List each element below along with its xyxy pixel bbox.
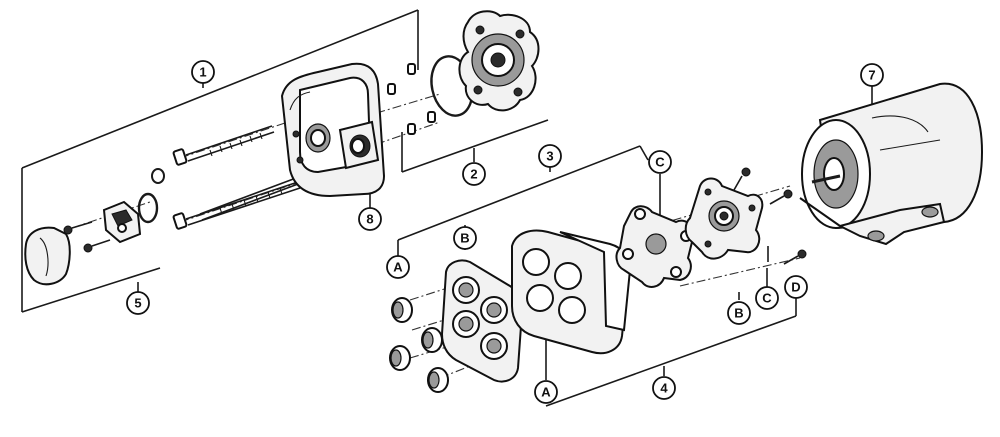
valve-o-ring — [137, 192, 159, 224]
motor — [799, 82, 984, 246]
screw-d — [783, 249, 807, 265]
svg-text:2: 2 — [470, 167, 477, 182]
svg-text:4: 4 — [660, 381, 668, 396]
callout-3: 3 — [538, 144, 562, 168]
wobble-plate — [615, 205, 696, 288]
callout-b-right: B — [727, 301, 751, 325]
check-valve-block — [102, 200, 142, 244]
callout-2: 2 — [462, 162, 486, 186]
callout-c-top: C — [648, 150, 672, 174]
callout-7: 7 — [860, 63, 884, 87]
valve-disc — [389, 345, 411, 371]
svg-text:7: 7 — [868, 68, 875, 83]
small-screw-upper — [63, 221, 93, 235]
bearing-plate — [458, 10, 540, 112]
valve-disc — [421, 327, 443, 353]
dowel-pins — [387, 63, 436, 135]
screw-top — [733, 167, 751, 191]
svg-text:C: C — [762, 291, 772, 306]
svg-text:C: C — [655, 155, 665, 170]
svg-text:1: 1 — [199, 65, 206, 80]
long-screw-lower — [172, 181, 301, 230]
cam-bracket — [684, 177, 764, 260]
valve-plate — [440, 259, 524, 383]
valve-disc — [427, 367, 449, 393]
port-fitting — [24, 226, 71, 286]
callout-c-right: C — [755, 286, 779, 310]
svg-text:B: B — [734, 306, 743, 321]
callout-a-left: A — [386, 255, 410, 279]
svg-text:A: A — [393, 260, 403, 275]
housing-o-ring — [151, 168, 165, 184]
callout-d: D — [784, 275, 808, 299]
small-screw-lower — [83, 239, 111, 253]
svg-text:3: 3 — [546, 149, 553, 164]
callout-4: 4 — [652, 376, 676, 400]
callout-a-bottom: A — [534, 380, 558, 404]
svg-text:8: 8 — [366, 212, 373, 227]
callout-5: 5 — [126, 291, 150, 315]
callout-8: 8 — [358, 207, 382, 231]
diaphragm-housing — [511, 229, 632, 355]
valve-disc — [391, 297, 413, 323]
pump-head-housing — [280, 62, 386, 198]
long-screw-mid — [199, 177, 299, 221]
svg-text:B: B — [460, 231, 469, 246]
long-screw-upper — [172, 125, 275, 166]
callout-1: 1 — [191, 60, 215, 84]
svg-text:D: D — [791, 280, 800, 295]
callout-b-left: B — [453, 226, 477, 250]
valve-discs — [389, 297, 449, 393]
screw-right — [769, 189, 793, 205]
svg-text:A: A — [541, 385, 551, 400]
svg-text:5: 5 — [134, 296, 141, 311]
